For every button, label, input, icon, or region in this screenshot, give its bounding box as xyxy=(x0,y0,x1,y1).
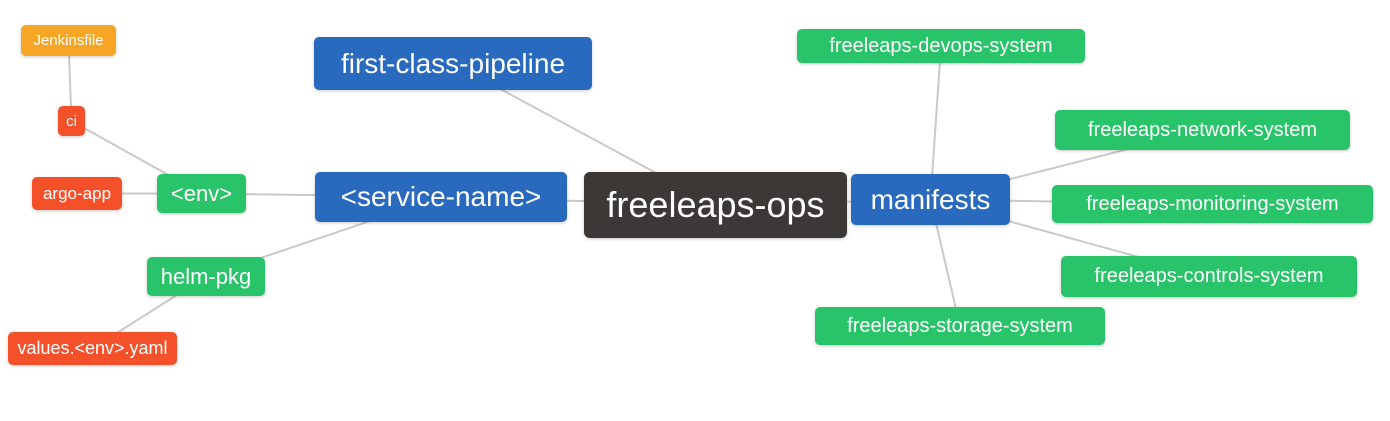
node-ci[interactable]: ci xyxy=(58,106,85,136)
node-env[interactable]: <env> xyxy=(157,174,246,213)
node-helm-pkg[interactable]: helm-pkg xyxy=(147,257,265,296)
node-values-env-yaml[interactable]: values.<env>.yaml xyxy=(8,332,177,365)
node-argo-app[interactable]: argo-app xyxy=(32,177,122,210)
node-freeleaps-devops-system[interactable]: freeleaps-devops-system xyxy=(797,29,1085,63)
node-freeleaps-controls-system[interactable]: freeleaps-controls-system xyxy=(1061,256,1357,297)
node-freeleaps-ops-root[interactable]: freeleaps-ops xyxy=(584,172,847,238)
node-jenkinsfile[interactable]: Jenkinsfile xyxy=(21,25,116,56)
node-service-name[interactable]: <service-name> xyxy=(315,172,567,222)
node-freeleaps-monitoring-system[interactable]: freeleaps-monitoring-system xyxy=(1052,185,1373,223)
node-freeleaps-network-system[interactable]: freeleaps-network-system xyxy=(1055,110,1350,150)
node-freeleaps-storage-system[interactable]: freeleaps-storage-system xyxy=(815,307,1105,345)
node-first-class-pipeline[interactable]: first-class-pipeline xyxy=(314,37,592,90)
node-manifests[interactable]: manifests xyxy=(851,174,1010,225)
